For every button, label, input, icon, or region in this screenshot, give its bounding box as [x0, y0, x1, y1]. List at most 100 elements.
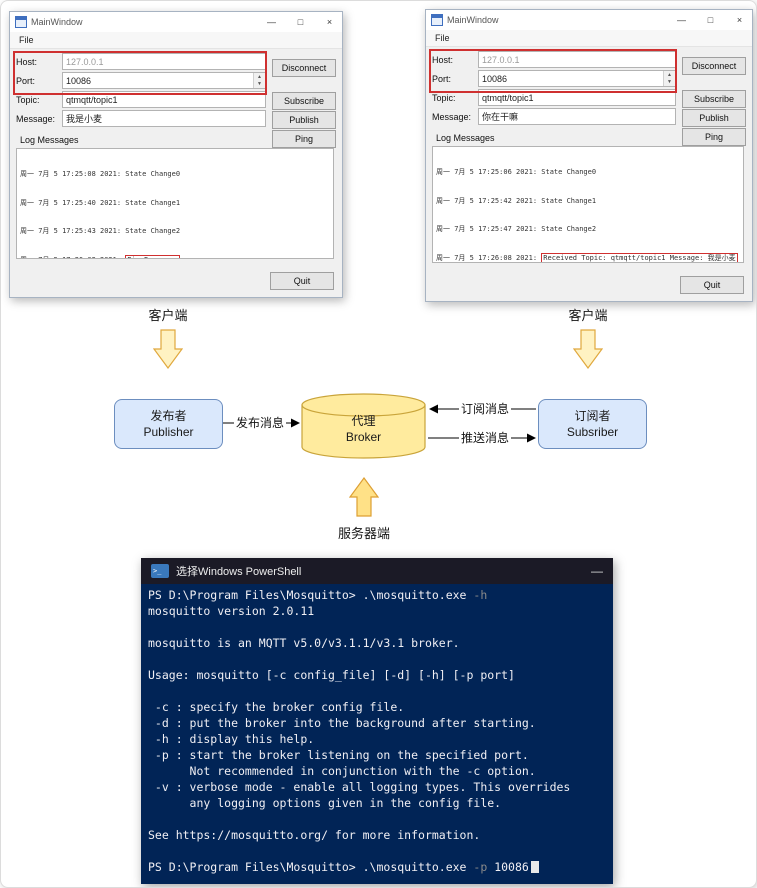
host-value: 127.0.0.1	[482, 54, 520, 65]
spin-up-icon[interactable]: ▲	[257, 73, 262, 80]
cylinder-icon	[301, 393, 426, 459]
menu-file[interactable]: File	[19, 35, 34, 45]
message-row: Message: 你在干嘛	[432, 108, 676, 125]
push-edge-label: 推送消息	[459, 430, 512, 446]
broker-node: 代理 Broker	[301, 393, 426, 459]
spin-down-icon[interactable]: ▼	[667, 79, 672, 86]
message-value: 你在干嘛	[482, 112, 519, 122]
log-line: 周一 7月 5 17:25:06 2021: State Change0	[436, 168, 597, 176]
host-input[interactable]: 127.0.0.1	[62, 53, 266, 70]
topic-input[interactable]: qtmqtt/topic1	[478, 89, 676, 106]
message-value: 我是小麦	[66, 114, 103, 124]
log-messages-label: Log Messages	[436, 133, 495, 143]
log-line: 周一 7月 5 17:25:47 2021: State Change2	[436, 225, 597, 233]
app-icon	[431, 14, 443, 26]
topic-value: qtmqtt/topic1	[66, 94, 118, 105]
log-line: 周一 7月 5 17:25:42 2021: State Change1	[436, 196, 597, 205]
terminal-line	[148, 651, 606, 667]
port-row: Port: 10086 ▲ ▼	[16, 72, 266, 89]
broker-label-en: Broker	[345, 430, 382, 444]
terminal-line	[148, 619, 606, 635]
terminal-line: -p : start the broker listening on the s…	[148, 748, 529, 762]
message-input[interactable]: 我是小麦	[62, 110, 266, 127]
terminal-prompt-line: PS D:\Program Files\Mosquitto> .\mosquit…	[148, 588, 488, 602]
powershell-title: 选择Windows PowerShell	[176, 566, 302, 578]
subscriber-label-cn: 订阅者	[574, 409, 611, 423]
server-label: 服务器端	[337, 526, 390, 541]
titlebar-right: MainWindow — □ ×	[426, 10, 752, 30]
powershell-icon: >_	[151, 564, 169, 578]
subscribe-button[interactable]: Subscribe	[682, 90, 746, 108]
publish-button[interactable]: Publish	[272, 111, 336, 129]
log-messages-area[interactable]: 周一 7月 5 17:25:08 2021: State Change0 周一 …	[16, 148, 334, 259]
topic-row: Topic: qtmqtt/topic1	[16, 91, 266, 108]
client-label-left: 客户端	[148, 308, 188, 323]
host-input[interactable]: 127.0.0.1	[478, 51, 676, 68]
disconnect-button[interactable]: Disconnect	[272, 59, 336, 77]
host-value: 127.0.0.1	[66, 56, 104, 67]
quit-button[interactable]: Quit	[270, 272, 334, 290]
subscriber-label-en: Subsriber	[566, 425, 619, 439]
port-spinbox[interactable]: 10086 ▲ ▼	[478, 70, 676, 87]
host-label: Host:	[432, 54, 454, 65]
up-arrow-icon	[349, 477, 379, 517]
publish-edge-label: 发布消息	[234, 415, 287, 431]
port-spinner[interactable]: ▲ ▼	[663, 71, 675, 86]
powershell-output[interactable]: PS D:\Program Files\Mosquitto> .\mosquit…	[141, 584, 613, 884]
message-input[interactable]: 你在干嘛	[478, 108, 676, 125]
spin-down-icon[interactable]: ▼	[257, 81, 262, 88]
port-row: Port: 10086 ▲ ▼	[432, 70, 676, 87]
topic-input[interactable]: qtmqtt/topic1	[62, 91, 266, 108]
minimize-icon[interactable]: —	[267, 17, 276, 27]
subscriber-node: 订阅者 Subsriber	[538, 399, 647, 449]
maximize-icon[interactable]: □	[707, 15, 714, 25]
port-spinbox[interactable]: 10086 ▲ ▼	[62, 72, 266, 89]
log-messages-area[interactable]: 周一 7月 5 17:25:06 2021: State Change0 周一 …	[432, 146, 744, 263]
powershell-window: >_ 选择Windows PowerShell — PS D:\Program …	[141, 558, 613, 884]
port-label: Port:	[432, 73, 452, 84]
terminal-prompt-line: PS D:\Program Files\Mosquitto> .\mosquit…	[148, 859, 606, 875]
terminal-line: Usage: mosquitto [-c config_file] [-d] […	[148, 668, 515, 682]
terminal-line: -c : specify the broker config file.	[148, 700, 405, 714]
log-highlight-annotation: Received Topic: qtmqtt/topic1 Message: 我…	[541, 252, 738, 262]
window-title: MainWindow	[31, 17, 83, 27]
window-body-left: Host: 127.0.0.1 Port: 10086 ▲ ▼ Topic: q…	[10, 49, 342, 297]
terminal-line: -d : put the broker into the background …	[148, 716, 536, 730]
publish-button[interactable]: Publish	[682, 109, 746, 127]
ping-button[interactable]: Ping	[682, 128, 746, 146]
host-label: Host:	[16, 56, 38, 67]
topic-label: Topic:	[432, 92, 456, 103]
terminal-minimize-icon[interactable]: —	[591, 564, 603, 578]
spin-up-icon[interactable]: ▲	[667, 71, 672, 78]
topic-value: qtmqtt/topic1	[482, 92, 534, 103]
down-arrow-right-icon	[573, 329, 603, 369]
log-highlight-annotation: PingResponse	[125, 254, 180, 258]
ping-button[interactable]: Ping	[272, 130, 336, 148]
menubar-left: File	[10, 32, 342, 49]
titlebar-left: MainWindow — □ ×	[10, 12, 342, 32]
terminal-line: any logging options given in the config …	[148, 796, 502, 810]
port-spinner[interactable]: ▲ ▼	[253, 73, 265, 88]
client-label-right: 客户端	[568, 308, 608, 323]
terminal-line: mosquitto version 2.0.11	[148, 604, 315, 618]
subscribe-button[interactable]: Subscribe	[272, 92, 336, 110]
port-value: 10086	[482, 73, 508, 84]
port-label: Port:	[16, 75, 36, 86]
log-line: 周一 7月 5 17:25:40 2021: State Change1	[20, 198, 181, 207]
log-line: 周一 7月 5 17:26:02 2021: PingResponse	[20, 254, 330, 258]
log-messages-label: Log Messages	[20, 135, 79, 145]
close-icon[interactable]: ×	[736, 15, 743, 25]
close-icon[interactable]: ×	[326, 17, 333, 27]
disconnect-button[interactable]: Disconnect	[682, 57, 746, 75]
broker-label-cn: 代理	[351, 414, 376, 428]
minimize-icon[interactable]: —	[677, 15, 686, 25]
maximize-icon[interactable]: □	[297, 17, 304, 27]
quit-button[interactable]: Quit	[680, 276, 744, 294]
powershell-titlebar: >_ 选择Windows PowerShell —	[141, 558, 613, 584]
log-line: 周一 7月 5 17:26:08 2021: Received Topic: q…	[436, 252, 738, 262]
publisher-node: 发布者 Publisher	[114, 399, 223, 449]
host-row: Host: 127.0.0.1	[432, 51, 676, 68]
menu-file[interactable]: File	[435, 33, 450, 43]
topic-label: Topic:	[16, 94, 40, 105]
